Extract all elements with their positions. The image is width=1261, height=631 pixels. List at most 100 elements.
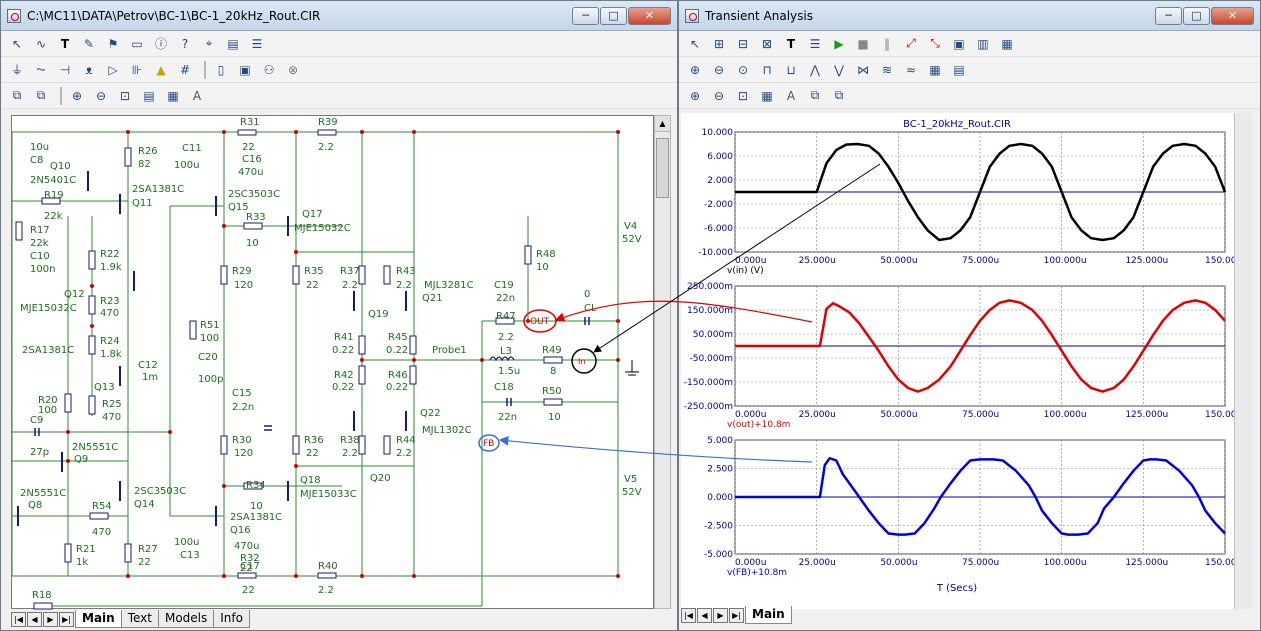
lbl-r31: R31: [240, 117, 260, 128]
close-button[interactable]: ✕: [628, 6, 671, 25]
capacitor-icon[interactable]: ⊣: [59, 62, 71, 77]
waveform-1-icon[interactable]: ⊓: [762, 62, 772, 77]
inductor-icon[interactable]: ᴥ: [85, 62, 93, 77]
tag-icon[interactable]: ⊠: [761, 36, 773, 51]
warning-icon[interactable]: ▲: [156, 62, 166, 77]
waveform-5-icon[interactable]: ⋈: [857, 62, 869, 77]
minimize-button[interactable]: ─: [572, 6, 599, 25]
stop-icon[interactable]: ⊗: [287, 62, 299, 77]
lbl-r18: R18: [32, 590, 52, 601]
print-icon[interactable]: ▤: [143, 88, 155, 103]
point-to-end-icon[interactable]: ⌖: [205, 36, 213, 50]
wire-mode-icon[interactable]: ∿: [35, 36, 47, 51]
ground-icon[interactable]: ⏚: [10, 63, 23, 77]
data-points-icon[interactable]: ▣: [953, 36, 965, 51]
font-icon[interactable]: A: [192, 88, 202, 103]
zoom-in-icon[interactable]: ⊕: [71, 88, 83, 103]
valley-icon[interactable]: ⤡: [930, 36, 940, 50]
flag-mode-icon[interactable]: ⚑: [107, 36, 119, 51]
tab-text[interactable]: Text: [120, 610, 159, 628]
table-icon[interactable]: ▤: [953, 62, 965, 77]
select-icon[interactable]: ↖: [689, 36, 701, 51]
help-mode-icon[interactable]: ?: [181, 36, 189, 51]
select-mode-icon[interactable]: ↖: [11, 36, 23, 51]
tab-info[interactable]: Info: [213, 610, 250, 628]
run-icon[interactable]: ▶: [834, 36, 844, 51]
diode-icon[interactable]: ▷: [108, 62, 118, 77]
waveform-0[interactable]: [735, 142, 1227, 242]
fit-icon[interactable]: ⊡: [119, 88, 131, 103]
layout-icon[interactable]: ▦: [761, 88, 773, 103]
fb-marker[interactable]: FB: [483, 439, 494, 449]
analysis-vertical-scrollbar[interactable]: [1234, 113, 1252, 609]
page-icon[interactable]: ▯: [217, 62, 225, 77]
waveform-8-icon[interactable]: ▦: [929, 62, 941, 77]
binoculars-icon[interactable]: ⚇: [263, 62, 275, 77]
draw-mode-icon[interactable]: ✎: [83, 36, 95, 51]
zoom-in-icon[interactable]: ⊕: [689, 62, 701, 77]
bus-mode-icon[interactable]: ▭: [131, 36, 143, 51]
analysis-titlebar[interactable]: Transient Analysis ─ □ ✕: [679, 1, 1260, 31]
paste-icon[interactable]: ⧉: [834, 88, 844, 102]
waveform-6-icon[interactable]: ≋: [881, 62, 893, 77]
prev-tab-icon[interactable]: ◀: [27, 611, 42, 627]
last-tab-icon[interactable]: ▶|: [59, 611, 74, 627]
text-icon[interactable]: T: [786, 36, 796, 51]
analysis-prev-tab-icon[interactable]: ◀: [697, 607, 712, 623]
analysis-tab-main[interactable]: Main: [745, 606, 792, 624]
tab-main[interactable]: Main: [75, 610, 122, 628]
resistor-icon[interactable]: ⏦: [36, 62, 46, 76]
grid-icon[interactable]: ▦: [1001, 36, 1013, 51]
next-tab-icon[interactable]: ▶: [43, 611, 58, 627]
scroll-thumb[interactable]: [656, 138, 669, 198]
first-tab-icon[interactable]: |◀: [11, 611, 26, 627]
analysis-window[interactable]: Transient Analysis ─ □ ✕ ↖ ⊞ ⊟ ⊠ T ☰ ▶ ■…: [678, 0, 1261, 631]
waveform-2[interactable]: [735, 456, 1226, 536]
maximize-button[interactable]: □: [600, 6, 627, 25]
properties-icon[interactable]: ☰: [251, 36, 263, 51]
node-numbers-icon[interactable]: ▣: [239, 62, 251, 77]
paste-icon[interactable]: ⧉: [36, 88, 46, 102]
out-marker[interactable]: OUT: [530, 317, 550, 327]
properties-icon[interactable]: ☰: [809, 36, 821, 51]
zoom-out-icon-2[interactable]: ⊖: [713, 88, 725, 103]
copy-icon[interactable]: ⧉: [12, 88, 22, 102]
waveform-7-icon[interactable]: ≈: [905, 62, 917, 77]
component-icon[interactable]: ▤: [227, 36, 239, 51]
analysis-last-tab-icon[interactable]: ▶|: [729, 607, 744, 623]
stop-icon[interactable]: ■: [857, 36, 869, 51]
analysis-close-button[interactable]: ✕: [1211, 6, 1254, 25]
waveform-2-icon[interactable]: ⊔: [786, 62, 796, 77]
zoom-out-icon[interactable]: ⊖: [95, 88, 107, 103]
info-mode-icon[interactable]: ⓘ: [154, 37, 167, 51]
analysis-next-tab-icon[interactable]: ▶: [713, 607, 728, 623]
text-mode-icon[interactable]: T: [60, 36, 70, 51]
analysis-maximize-button[interactable]: □: [1183, 6, 1210, 25]
peak-icon[interactable]: ⤢: [906, 36, 916, 50]
analysis-first-tab-icon[interactable]: |◀: [681, 607, 696, 623]
pause-icon[interactable]: ‖: [884, 36, 890, 51]
tab-models[interactable]: Models: [157, 610, 215, 628]
schematic-vertical-scrollbar[interactable]: ▲: [654, 115, 671, 609]
scale-icon[interactable]: ⊞: [713, 36, 725, 51]
schematic-canvas[interactable]: 10u C8 Q10 2N5401C R19 22k R17 22k C10 1…: [11, 115, 654, 610]
schematic-window[interactable]: C:\MC11\DATA\Petrov\BC-1\BC-1_20kHz_Rout…: [0, 0, 678, 631]
schematic-titlebar[interactable]: C:\MC11\DATA\Petrov\BC-1\BC-1_20kHz_Rout…: [1, 1, 677, 31]
copy-icon[interactable]: ⧉: [810, 88, 820, 102]
grid-icon[interactable]: #: [179, 62, 191, 77]
scroll-up-icon[interactable]: ▲: [655, 116, 670, 132]
waveform-3-icon[interactable]: ⋀: [810, 62, 820, 77]
in-marker[interactable]: In: [578, 357, 585, 366]
fit-icon[interactable]: ⊡: [737, 88, 749, 103]
tokens-icon[interactable]: ▥: [977, 36, 989, 51]
zoom-out-icon[interactable]: ⊖: [713, 62, 725, 77]
zoom-in-icon-2[interactable]: ⊕: [689, 88, 701, 103]
font-icon[interactable]: A: [786, 88, 796, 103]
layout-icon[interactable]: ▦: [167, 88, 179, 103]
cursor-icon[interactable]: ⊟: [737, 36, 749, 51]
battery-icon[interactable]: ⊪: [131, 62, 143, 77]
analysis-minimize-button[interactable]: ─: [1155, 6, 1182, 25]
zoom-fit-icon[interactable]: ⊙: [737, 62, 749, 77]
waveform-4-icon[interactable]: ⋁: [834, 62, 844, 77]
